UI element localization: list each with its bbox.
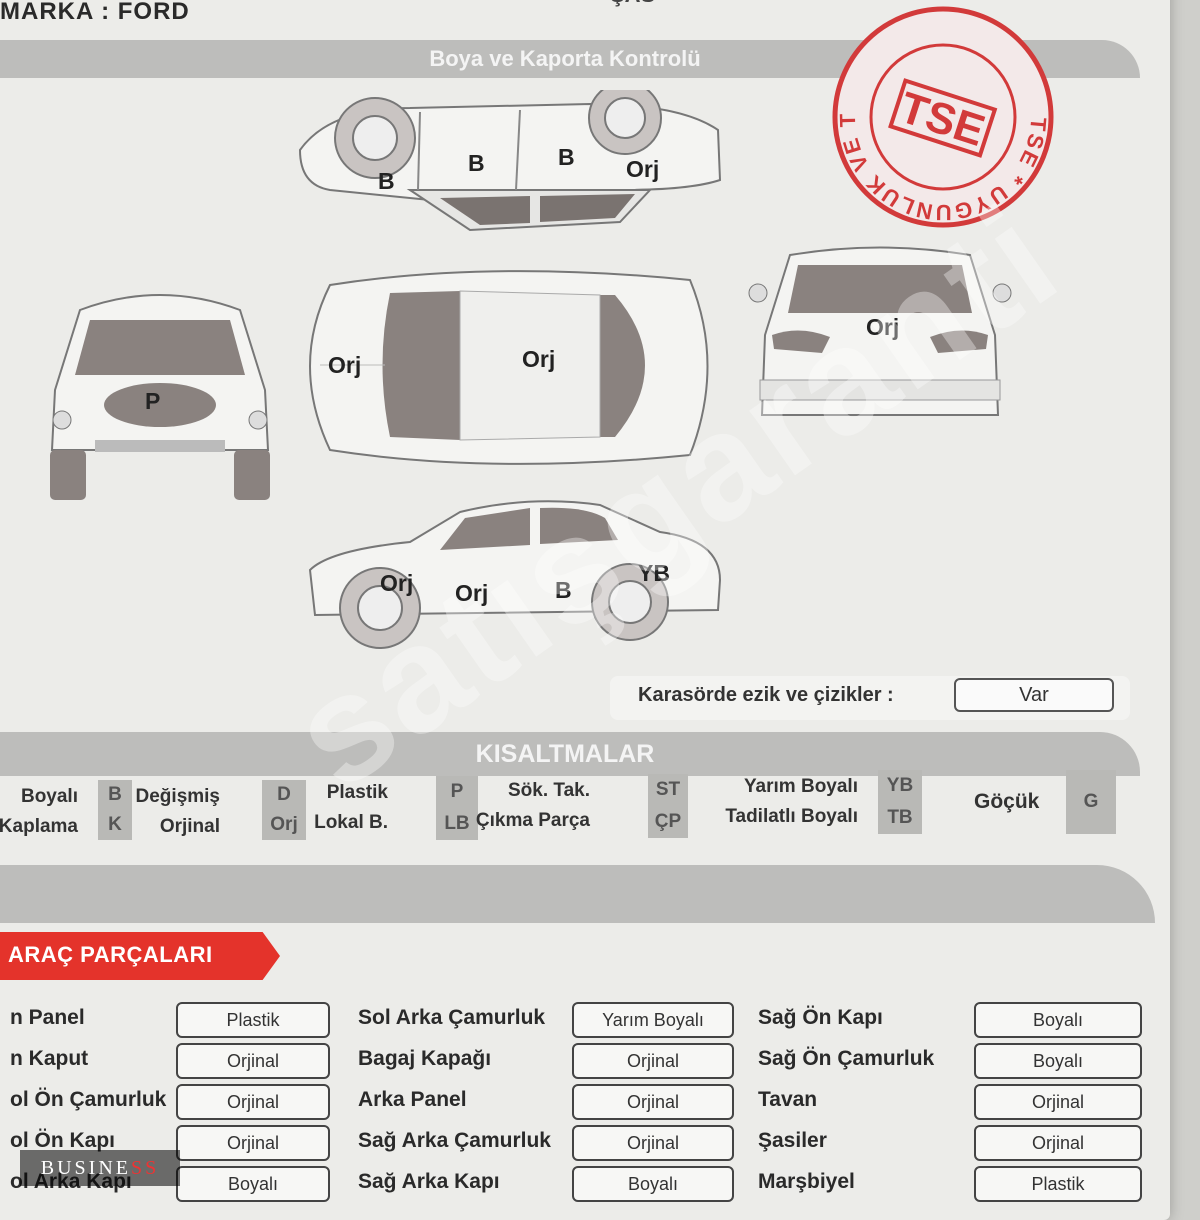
- legend-name-yarim-boyali: Yarım Boyalı: [743, 776, 858, 797]
- part-name: ol Ön Kapı: [10, 1129, 115, 1152]
- part-status-value: Orjinal: [572, 1043, 734, 1079]
- right-side-label-2: Orj: [455, 580, 489, 606]
- part-status-value: Orjinal: [974, 1084, 1142, 1120]
- legend-code-gocuk: G: [1066, 770, 1116, 834]
- right-side-label-3: B: [555, 577, 572, 603]
- car-front-view: [50, 294, 270, 500]
- body-dent-scratch-label: Karasörde ezik ve çizikler :: [638, 684, 894, 706]
- legend-name-boyali: Boyalı: [20, 786, 78, 807]
- abbreviations-title: KISALTMALAR: [0, 732, 1140, 776]
- tse-stamp-icon: TSE * UYGUNLUK VE TİP ONAY BELGELİ * TSE: [828, 2, 1054, 228]
- business-badge-text: BUSINE: [40, 1157, 131, 1179]
- right-side-label-1: Orj: [380, 570, 414, 596]
- part-status-value: Boyalı: [572, 1166, 734, 1202]
- part-status-value: Boyalı: [176, 1166, 330, 1202]
- left-side-label-4: Orj: [626, 156, 660, 182]
- part-status-value: Boyalı: [974, 1002, 1142, 1038]
- part-status-value: Orjinal: [176, 1084, 330, 1120]
- brand-line: 11 C0655543 MARKA : FORD: [0, 0, 190, 26]
- part-status-value: Orjinal: [974, 1125, 1142, 1161]
- part-status-value: Orjinal: [176, 1043, 330, 1079]
- legend-name-tadilatli-boyali: Tadilatlı Boyalı: [725, 806, 858, 827]
- left-side-label-3: B: [558, 144, 575, 170]
- legend-code-yarim-boyali: YB: [878, 770, 922, 802]
- business-badge-accent: SS: [130, 1157, 160, 1179]
- part-name: Sağ Ön Çamurluk: [758, 1047, 935, 1070]
- car-left-side-view: [298, 90, 722, 232]
- vehicle-parts-title-text: ARAÇ PARÇALARI: [8, 942, 213, 967]
- legend-code-boyali: B: [98, 780, 132, 810]
- part-name: Sol Arka Çamurluk: [358, 1006, 546, 1029]
- part-name: Sağ Ön Kapı: [758, 1006, 883, 1029]
- legend-code-sok-tak: ST: [648, 774, 688, 806]
- legend-name-kaplama: Kaplama: [0, 816, 78, 837]
- body-dent-scratch-value: Var: [954, 678, 1114, 712]
- part-name: Bagaj Kapağı: [358, 1047, 492, 1070]
- left-side-label-1: B: [378, 168, 395, 194]
- part-name: Arka Panel: [358, 1088, 467, 1111]
- part-status-value: Plastik: [974, 1166, 1142, 1202]
- part-name: n Kaput: [10, 1047, 89, 1070]
- part-name: Tavan: [758, 1088, 818, 1111]
- car-rear-view: [748, 246, 1012, 416]
- part-name: Sağ Arka Kapı: [358, 1170, 500, 1193]
- legend-code-lokal-b: LB: [436, 808, 478, 840]
- part-status-value: Orjinal: [176, 1125, 330, 1161]
- top-label-1: Orj: [328, 352, 362, 378]
- part-status-value: Orjinal: [572, 1125, 734, 1161]
- brand-label: MARKA : FORD: [0, 0, 190, 25]
- part-status-value: Boyalı: [974, 1043, 1142, 1079]
- legend-name-degismis: Değişmiş: [135, 786, 220, 807]
- legend-name-lokal-b: Lokal B.: [314, 812, 388, 833]
- header-partial-right: ŞAS: [610, 0, 655, 8]
- legend-code-plastik: P: [436, 776, 478, 808]
- vehicle-parts-band: [0, 865, 1155, 923]
- legend-code-orjinal: Orj: [262, 810, 306, 840]
- legend-code-tadilatli-boyali: TB: [878, 802, 922, 834]
- inspection-sheet: 11 C0655543 MARKA : FORD ŞAS Boya ve Kap…: [0, 0, 1170, 1220]
- legend-name-gocuk: Göçük: [974, 790, 1040, 813]
- car-right-side-view: [308, 500, 722, 649]
- legend-code-kaplama: K: [98, 810, 132, 840]
- legend-name-plastik: Plastik: [326, 782, 388, 803]
- part-name: ol Ön Çamurluk: [10, 1088, 167, 1111]
- top-label-2: Orj: [522, 346, 556, 372]
- part-status-value: Orjinal: [572, 1084, 734, 1120]
- body-dent-scratch-row: Karasörde ezik ve çizikler : Var: [610, 676, 1130, 720]
- legend-name-orjinal: Orjinal: [159, 816, 220, 837]
- right-side-label-4: YB: [638, 560, 670, 586]
- part-status-value: Plastik: [176, 1002, 330, 1038]
- legend-name-cikma-parca: Çıkma Parça: [475, 810, 590, 831]
- part-status-value: Yarım Boyalı: [572, 1002, 734, 1038]
- part-name: n Panel: [10, 1006, 85, 1029]
- abbreviations-legend: Boyalı B Kaplama K Değişmiş D Orjinal Or…: [0, 770, 1130, 844]
- rear-label: Orj: [866, 314, 900, 340]
- legend-code-cikma-parca: ÇP: [648, 806, 688, 838]
- front-label: P: [145, 388, 161, 414]
- part-name: Sağ Arka Çamurluk: [358, 1129, 551, 1152]
- part-name: Marşbiyel: [758, 1170, 855, 1193]
- car-top-view: [309, 270, 709, 465]
- legend-code-degismis: D: [262, 780, 306, 810]
- part-name: Şasiler: [758, 1129, 827, 1152]
- legend-name-sok-tak: Sök. Tak.: [507, 780, 590, 801]
- business-badge: BUSINESS: [20, 1150, 180, 1186]
- left-side-label-2: B: [468, 150, 485, 176]
- vehicle-parts-title: ARAÇ PARÇALARI: [0, 932, 280, 980]
